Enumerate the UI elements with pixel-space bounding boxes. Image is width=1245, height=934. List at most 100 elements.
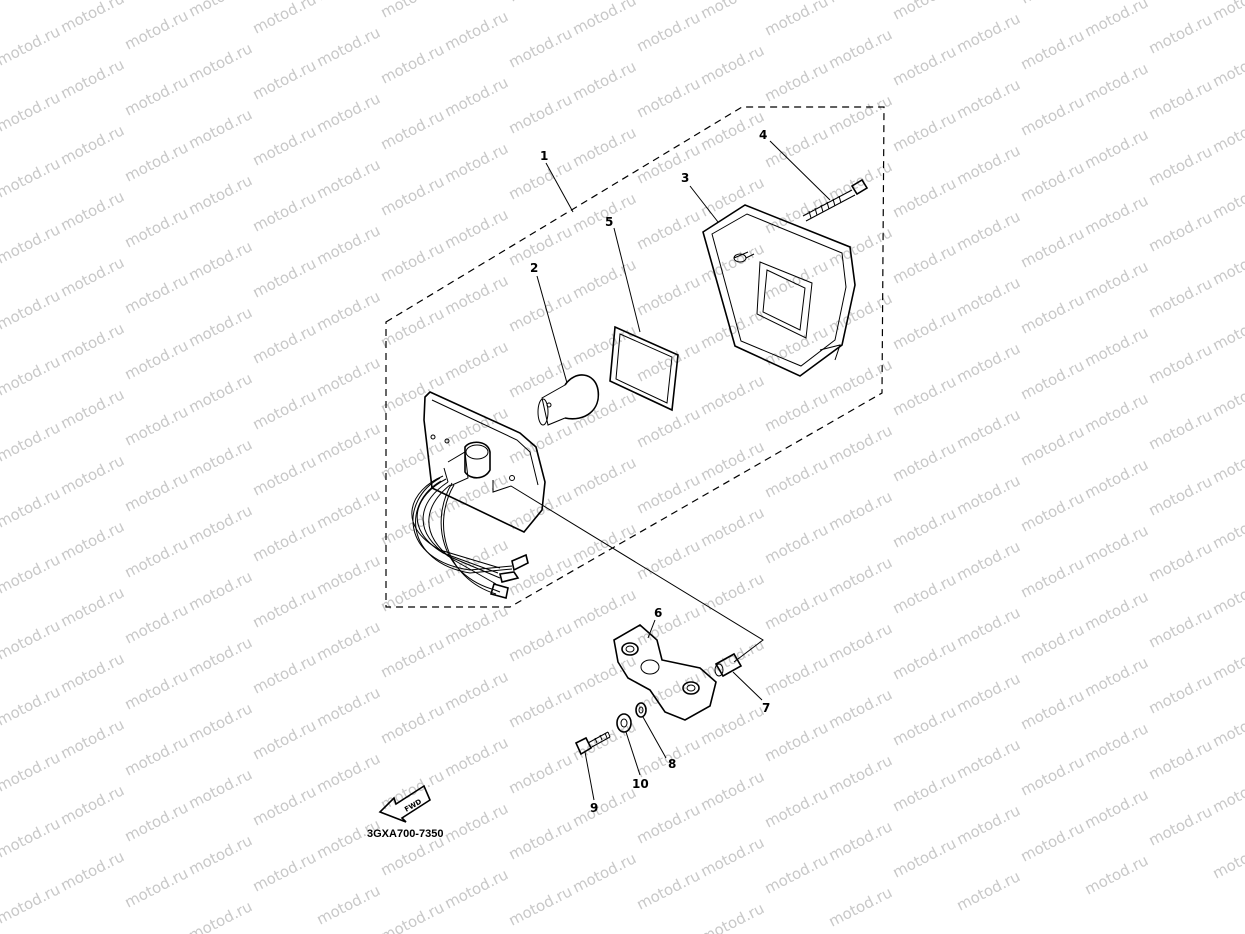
watermark-text: motod.ru — [890, 570, 959, 617]
watermark-text: motod.ru — [890, 504, 959, 551]
watermark-text: motod.ru — [58, 451, 127, 498]
watermark-text: motod.ru — [0, 0, 63, 4]
watermark-text: motod.ru — [826, 91, 895, 138]
watermark-text: motod.ru — [378, 238, 447, 285]
watermark-text: motod.ru — [250, 716, 319, 763]
wire-harness[interactable] — [411, 475, 529, 599]
watermark-text: motod.ru — [186, 171, 255, 218]
watermark-text: motod.ru — [826, 355, 895, 402]
watermark-text: motod.ru — [634, 140, 703, 187]
watermark-text: motod.ru — [826, 0, 895, 7]
watermark-text: motod.ru — [506, 618, 575, 665]
watermark-text: motod.ru — [1018, 92, 1087, 139]
watermark-text: motod.ru — [442, 139, 511, 186]
watermark-text: motod.ru — [634, 74, 703, 121]
watermark-text: motod.ru — [58, 319, 127, 366]
watermark-text: motod.ru — [378, 370, 447, 417]
watermark-text: motod.ru — [442, 865, 511, 912]
watermark-text: motod.ru — [954, 867, 1023, 914]
watermark-text: motod.ru — [1082, 323, 1151, 370]
watermark-text: motod.ru — [58, 253, 127, 300]
watermark-text: motod.ru — [1146, 538, 1215, 585]
watermark-text: motod.ru — [506, 0, 575, 6]
watermark-text: motod.ru — [122, 402, 191, 449]
watermark-text: motod.ru — [1210, 571, 1245, 618]
bracket[interactable] — [613, 624, 717, 721]
watermark-text: motod.ru — [890, 240, 959, 287]
washer[interactable] — [635, 702, 647, 718]
callout-5: 5 — [605, 215, 613, 229]
watermark-text: motod.ru — [442, 667, 511, 714]
watermark-text: motod.ru — [250, 254, 319, 301]
watermark-text: motod.ru — [762, 850, 831, 897]
watermark-text: motod.ru — [890, 702, 959, 749]
callout-4: 4 — [759, 128, 767, 142]
watermark-text: motod.ru — [826, 223, 895, 270]
base-plate[interactable] — [423, 391, 546, 533]
watermark-text: motod.ru — [1210, 373, 1245, 420]
watermark-text: motod.ru — [698, 767, 767, 814]
collar[interactable] — [714, 652, 743, 678]
watermark-text: motod.ru — [570, 585, 639, 632]
watermark-text: motod.ru — [954, 141, 1023, 188]
bulb[interactable] — [537, 374, 600, 426]
watermark-text: motod.ru — [378, 700, 447, 747]
watermark-text: motod.ru — [1082, 719, 1151, 766]
watermark-text: motod.ru — [186, 897, 255, 934]
watermark-text: motod.ru — [186, 765, 255, 812]
bolt[interactable] — [574, 731, 611, 756]
watermark-text: motod.ru — [442, 601, 511, 648]
watermark-text: motod.ru — [1210, 109, 1245, 156]
watermark-text: motod.ru — [570, 57, 639, 104]
watermark-text: motod.ru — [698, 899, 767, 934]
watermark-text: motod.ru — [378, 106, 447, 153]
watermark-text: motod.ru — [186, 105, 255, 152]
watermark-text: motod.ru — [570, 783, 639, 830]
watermark-text: motod.ru — [634, 800, 703, 847]
watermark-text: motod.ru — [826, 25, 895, 72]
watermark-text: motod.ru — [314, 353, 383, 400]
watermark-text: motod.ru — [1082, 521, 1151, 568]
watermark-text: motod.ru — [1018, 488, 1087, 535]
watermark-text: motod.ru — [122, 204, 191, 251]
watermark-text: motod.ru — [826, 817, 895, 864]
watermark-text: motod.ru — [442, 337, 511, 384]
watermark-text: motod.ru — [1146, 406, 1215, 453]
watermark-text: motod.ru — [1018, 620, 1087, 667]
callout-10: 10 — [632, 777, 649, 791]
watermark-text: motod.ru — [58, 847, 127, 894]
watermark-text: motod.ru — [1210, 439, 1245, 486]
callout-7: 7 — [762, 701, 770, 715]
watermark-text: motod.ru — [634, 866, 703, 913]
screw[interactable] — [802, 178, 869, 222]
watermark-text: motod.ru — [122, 72, 191, 119]
watermark-text: motod.ru — [1018, 422, 1087, 469]
watermark-text: motod.ru — [890, 834, 959, 881]
watermark-text: motod.ru — [58, 0, 127, 37]
watermark-text: motod.ru — [250, 452, 319, 499]
watermark-text: motod.ru — [1082, 59, 1151, 106]
watermark-text: motod.ru — [314, 683, 383, 730]
watermark-text: motod.ru — [762, 124, 831, 171]
watermark-text: motod.ru — [442, 403, 511, 450]
watermark-text: motod.ru — [250, 386, 319, 433]
watermark-text: motod.ru — [826, 685, 895, 732]
lens-housing[interactable] — [702, 204, 856, 377]
watermark-text: motod.ru — [762, 718, 831, 765]
watermark-text: motod.ru — [58, 385, 127, 432]
watermark-text: motod.ru — [634, 668, 703, 715]
watermark-text: motod.ru — [186, 39, 255, 86]
watermark-text: motod.ru — [1146, 10, 1215, 57]
watermark-text: motod.ru — [250, 848, 319, 895]
watermark-text: motod.ru — [314, 89, 383, 136]
watermark-text: motod.ru — [762, 0, 831, 40]
watermark-text: motod.ru — [250, 56, 319, 103]
watermark-text: motod.ru — [698, 239, 767, 286]
watermark-text: motod.ru — [698, 833, 767, 880]
washer[interactable] — [616, 713, 632, 733]
leader-lines — [536, 140, 831, 801]
watermark-text: motod.ru — [954, 669, 1023, 716]
watermark-text: motod.ru — [826, 289, 895, 336]
gasket[interactable] — [609, 325, 679, 412]
watermark-text: motod.ru — [890, 108, 959, 155]
